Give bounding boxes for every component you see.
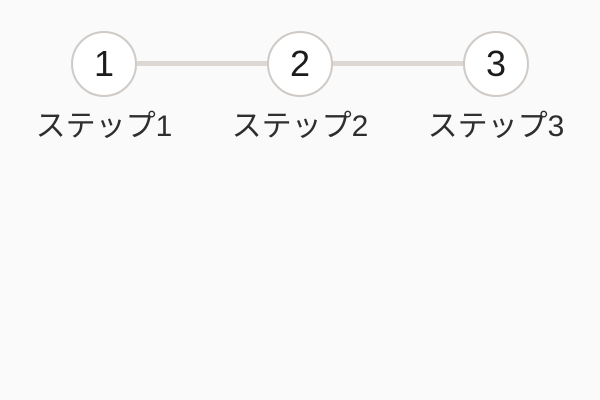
step-1-label: ステップ1	[35, 110, 173, 143]
step-3-label: ステップ3	[427, 110, 565, 143]
connector-line-1-2	[137, 61, 268, 66]
stepper-step-2: 2 ステップ2	[137, 31, 398, 143]
step-3-circle[interactable]: 3	[463, 31, 529, 97]
stepper-step-1: 1 ステップ1	[6, 31, 202, 142]
step-2-label: ステップ2	[231, 110, 369, 143]
step-1-circle[interactable]: 1	[71, 31, 137, 97]
stepper-step-3: 3 ステップ3	[333, 31, 594, 143]
step-2-circle[interactable]: 2	[267, 31, 333, 97]
connector-line-2-3	[333, 61, 464, 66]
step-2-number: 2	[289, 43, 311, 84]
step-1-number: 1	[93, 43, 115, 84]
stepper: 1 ステップ1 2 ステップ2 3 ステップ3	[0, 0, 600, 142]
step-3-number: 3	[485, 43, 507, 84]
